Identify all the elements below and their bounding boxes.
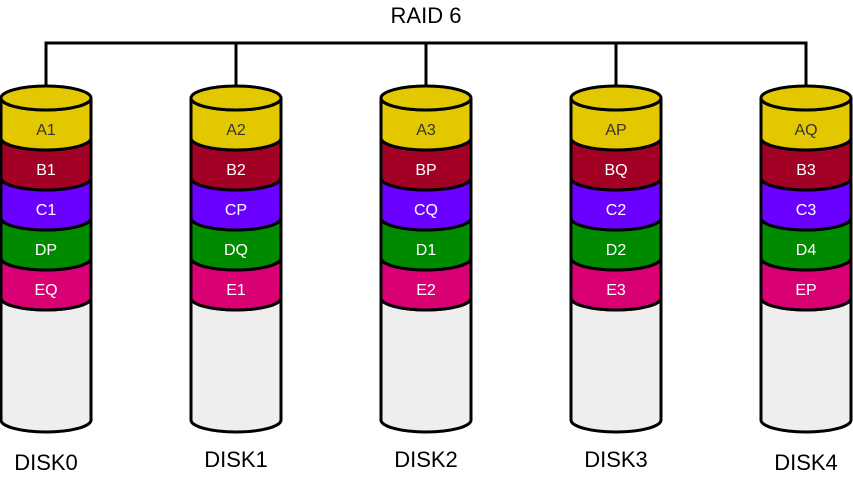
block-label: B3	[796, 162, 816, 179]
block-label: A3	[416, 122, 436, 139]
disk-label: DISK2	[394, 447, 458, 472]
disk-label: DISK0	[14, 450, 78, 475]
disk-empty-space	[189, 297, 283, 434]
disk-empty-space	[0, 297, 93, 434]
block-label: EP	[795, 282, 816, 299]
block-label: B2	[226, 162, 246, 179]
block-label: A1	[36, 122, 56, 139]
block-label: AQ	[794, 122, 817, 139]
block-label: CQ	[414, 202, 438, 219]
disk-top-cap	[0, 84, 93, 112]
block-label: C1	[36, 202, 57, 219]
disk-top-cap	[189, 84, 283, 112]
disk-empty-space	[569, 297, 663, 434]
disk-top-cap	[759, 84, 853, 112]
block-label: E2	[416, 282, 436, 299]
block-label: DQ	[224, 242, 248, 259]
block-label: A2	[226, 122, 246, 139]
disk-empty-space	[759, 297, 853, 434]
block-label: CP	[225, 202, 247, 219]
block-label: C3	[796, 202, 817, 219]
block-label: D1	[416, 242, 437, 259]
disk-label: DISK3	[584, 447, 648, 472]
diagram-title: RAID 6	[391, 3, 462, 28]
block-label: E3	[606, 282, 626, 299]
bus-connectors	[44, 41, 808, 85]
block-label: BP	[415, 162, 436, 179]
block-label: E1	[226, 282, 246, 299]
disk-label: DISK1	[204, 447, 268, 472]
block-label: AP	[605, 122, 626, 139]
block-label: BQ	[604, 162, 627, 179]
disk-top-cap	[569, 84, 663, 112]
block-label: EQ	[34, 282, 57, 299]
disk-top-cap	[379, 84, 473, 112]
block-label: D2	[606, 242, 627, 259]
block-label: DP	[35, 242, 57, 259]
disk-empty-space	[379, 297, 473, 434]
block-label: B1	[36, 162, 56, 179]
block-label: D4	[796, 242, 817, 259]
disk-label: DISK4	[774, 450, 838, 475]
block-label: C2	[606, 202, 627, 219]
